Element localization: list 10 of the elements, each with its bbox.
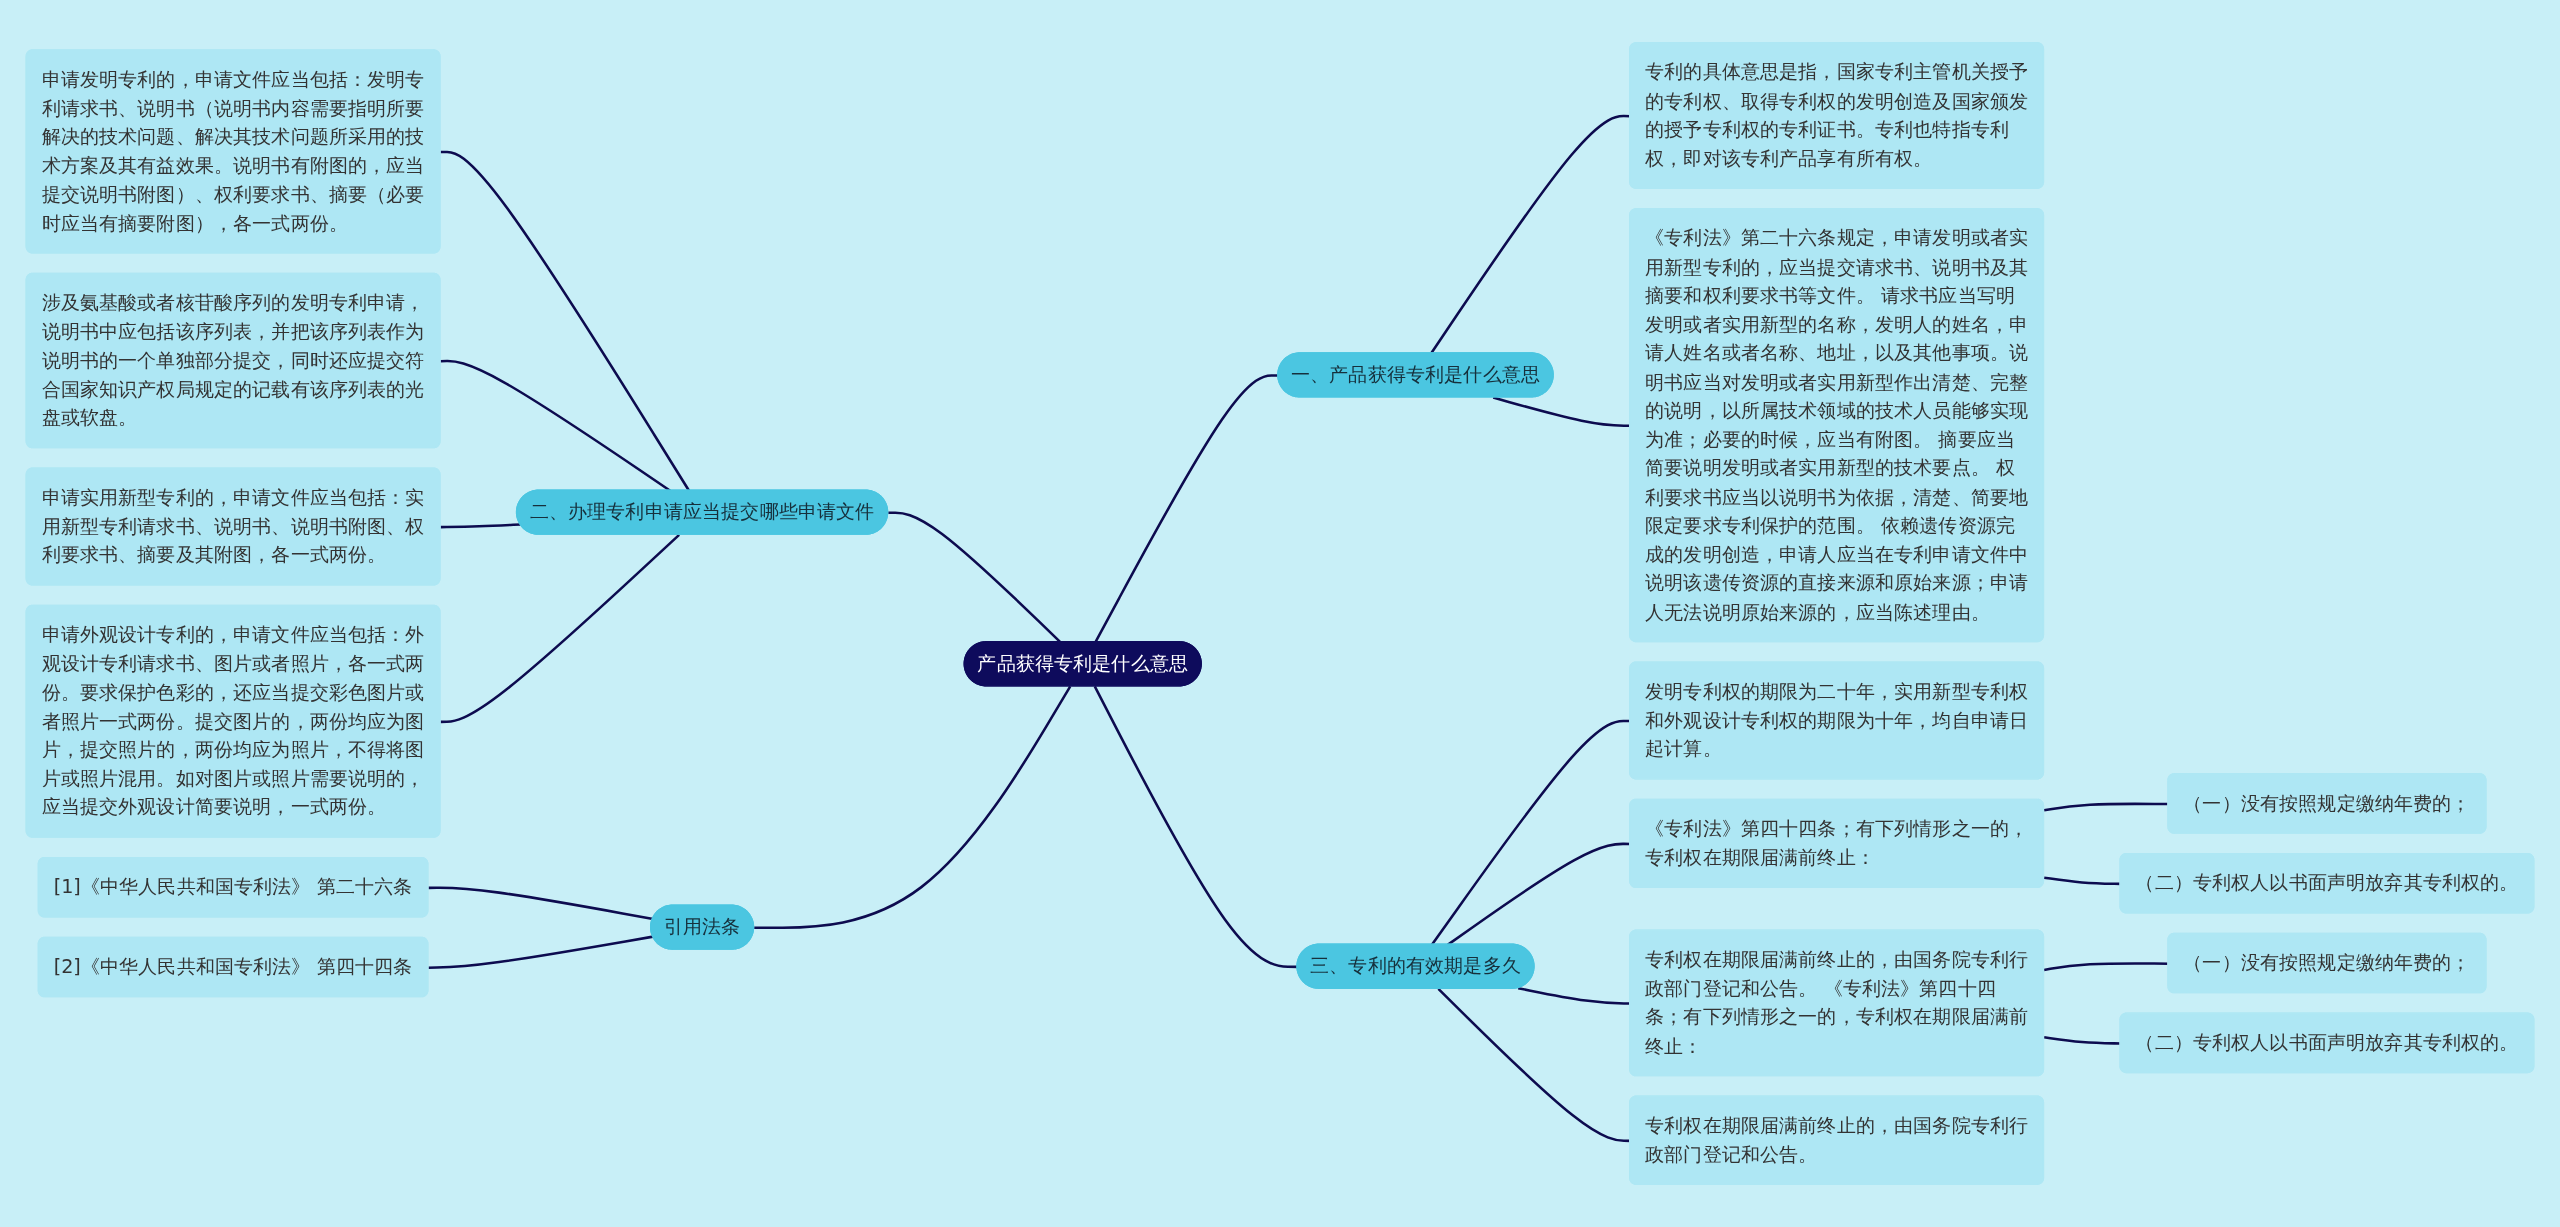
connector <box>440 359 671 492</box>
connector <box>1094 374 1279 643</box>
connector <box>2043 876 2121 886</box>
connector <box>440 150 691 492</box>
connector <box>1093 685 1298 969</box>
connector <box>428 935 654 969</box>
connector <box>440 523 521 529</box>
connector <box>2043 1036 2121 1045</box>
connector <box>440 533 680 724</box>
connector <box>754 685 1072 930</box>
